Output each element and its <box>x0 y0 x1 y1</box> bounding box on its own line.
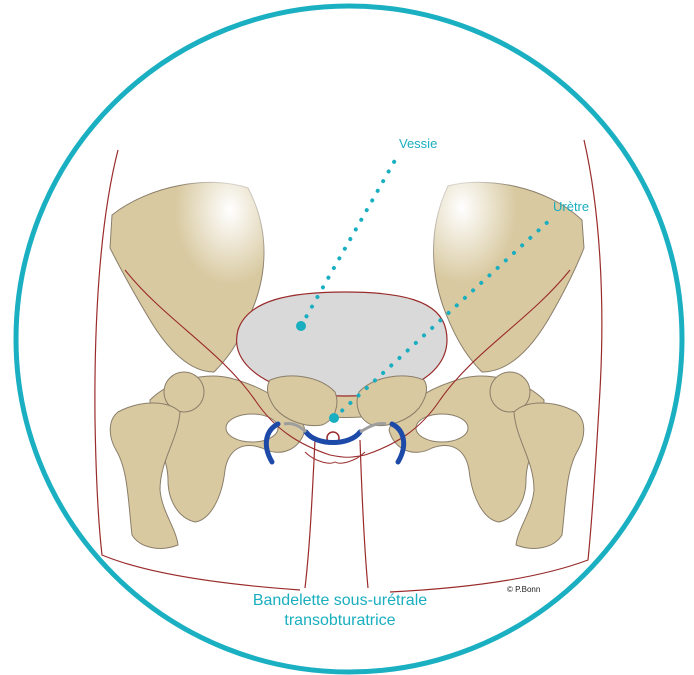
thigh-inner-left <box>305 440 315 588</box>
caption: Bandelette sous-urétrale transobturatric… <box>180 591 500 631</box>
urethra-label: Urètre <box>553 200 589 213</box>
thigh-inner-right <box>360 440 368 588</box>
sling-gray-right <box>360 423 386 432</box>
caption-line-2: transobturatrice <box>180 611 500 631</box>
urethra-leader-dot <box>329 413 339 423</box>
caption-line-1: Bandelette sous-urétrale <box>180 591 500 611</box>
bladder-label: Vessie <box>399 137 437 150</box>
obturator-foramen-right <box>416 414 468 442</box>
copyright: © P.Bonn <box>507 585 540 594</box>
bladder-leader-dot <box>296 321 306 331</box>
